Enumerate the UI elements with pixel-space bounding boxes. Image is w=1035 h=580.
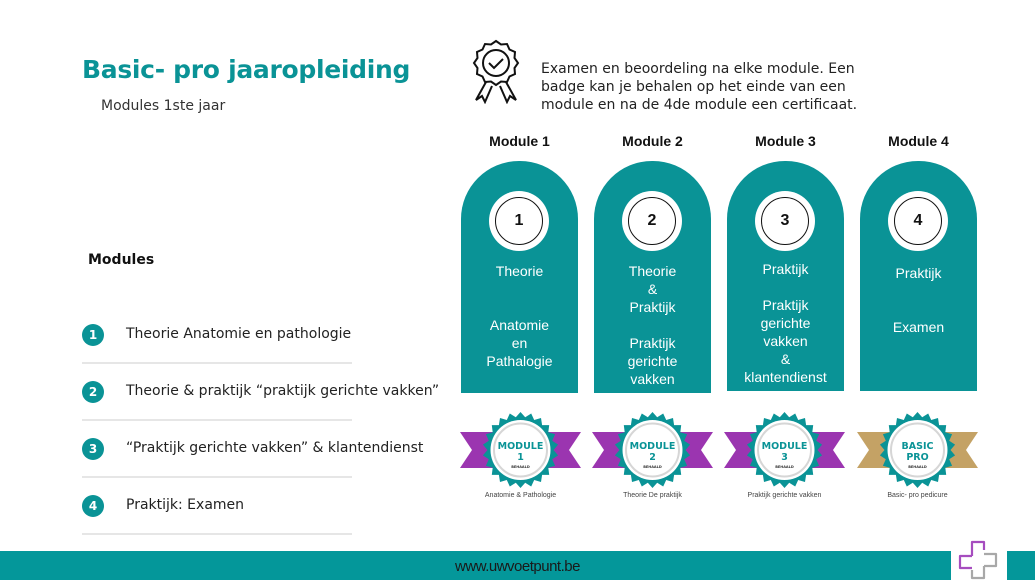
divider [82, 533, 352, 535]
module-description-line: & [647, 281, 658, 297]
badge-caption: Anatomie & Pathologie [484, 492, 557, 499]
modules-heading: Modules [88, 252, 155, 268]
module-description-line: & [780, 351, 791, 367]
list-item-text: “Praktijk gerichte vakken” & klantendien… [126, 440, 424, 456]
module-number: 4 [894, 197, 942, 245]
module-description-line: Praktijk [629, 335, 676, 351]
badge-face [887, 420, 948, 480]
page-title: Basic- pro jaaropleiding [82, 55, 411, 84]
badge-subtitle: PRO [906, 452, 928, 463]
modules-list: 1 Theorie Anatomie en pathologie 2 Theor… [82, 318, 442, 546]
module-description-line: Anatomie [489, 317, 550, 333]
badge-ring [890, 422, 945, 478]
module-description-line: vakken [630, 371, 675, 387]
module-number-circle: 4 [888, 191, 948, 251]
badge-status: BEHAALD [511, 465, 530, 469]
module-description-line: Pathalogie [486, 353, 553, 369]
badge-title: BASIC [902, 441, 934, 452]
module-heading: Module 1 [489, 133, 550, 149]
badge-status: BEHAALD [908, 465, 927, 469]
module-heading: Module 3 [755, 133, 816, 149]
module-number: 2 [628, 197, 676, 245]
module-heading: Module 2 [622, 133, 683, 149]
module-description-line: gerichte [627, 353, 678, 369]
module-description-line: gerichte [760, 315, 811, 331]
badge-face [490, 420, 551, 480]
badge-ring [625, 422, 680, 478]
badge-subtitle: 3 [781, 452, 788, 463]
module-number-circle: 1 [489, 191, 549, 251]
list-item: 3 “Praktijk gerichte vakken” & klantendi… [82, 432, 442, 489]
badge-status: BEHAALD [643, 465, 662, 469]
module-description-line: Praktijk [762, 297, 809, 313]
module-number-circle: 3 [755, 191, 815, 251]
module-number-circle: 2 [622, 191, 682, 251]
number-badge: 3 [82, 438, 104, 460]
badge-caption: Praktijk gerichte vakken [747, 492, 822, 499]
award-ribbon-icon [472, 39, 520, 104]
footer-bar: www.uwvoetpunt.be [0, 551, 1035, 580]
cross-logo-icon [951, 535, 1007, 580]
module-number: 1 [495, 197, 543, 245]
number-badge: 1 [82, 324, 104, 346]
module-number: 3 [761, 197, 809, 245]
badge-caption: Theorie De praktijk [623, 492, 682, 499]
badge-face [622, 420, 683, 480]
module-description-line: en [511, 335, 528, 351]
badge-subtitle: 2 [649, 452, 656, 463]
module-heading: Module 4 [888, 133, 949, 149]
badge-title: MODULE [762, 441, 808, 452]
module-description-line: Praktijk [629, 299, 676, 315]
list-item-text: Theorie Anatomie en pathologie [126, 326, 352, 342]
intro-text: Examen en beoordeling na elke module. Ee… [541, 61, 858, 113]
module-description-line: Theorie [495, 263, 544, 279]
number-badge: 4 [82, 495, 104, 517]
badge-status: BEHAALD [775, 465, 794, 469]
badge-ring [493, 422, 548, 478]
list-item: 1 Theorie Anatomie en pathologie [82, 318, 442, 375]
footer-url[interactable]: www.uwvoetpunt.be [455, 558, 580, 575]
module-description-line: Praktijk [762, 261, 809, 277]
module-description-line: vakken [763, 333, 808, 349]
badge-caption: Basic- pro pedicure [887, 492, 948, 499]
badge-title: MODULE [630, 441, 676, 452]
badge-ring [757, 422, 812, 478]
divider [82, 362, 352, 364]
list-item-text: Praktijk: Examen [126, 497, 245, 513]
module-description-line: klantendienst [744, 369, 827, 385]
page-subtitle: Modules 1ste jaar [101, 98, 226, 114]
number-badge: 2 [82, 381, 104, 403]
list-item-text: Theorie & praktijk “praktijk gerichte va… [126, 383, 440, 399]
badge-title: MODULE [498, 441, 544, 452]
list-item: 4 Praktijk: Examen [82, 489, 442, 546]
divider [82, 419, 352, 421]
list-item: 2 Theorie & praktijk “praktijk gerichte … [82, 375, 442, 432]
divider [82, 476, 352, 478]
badge-face [754, 420, 815, 480]
module-description-line: Examen [892, 319, 945, 335]
badge-subtitle: 1 [517, 452, 524, 463]
module-description-line: Theorie [628, 263, 677, 279]
module-description-line: Praktijk [895, 265, 942, 281]
